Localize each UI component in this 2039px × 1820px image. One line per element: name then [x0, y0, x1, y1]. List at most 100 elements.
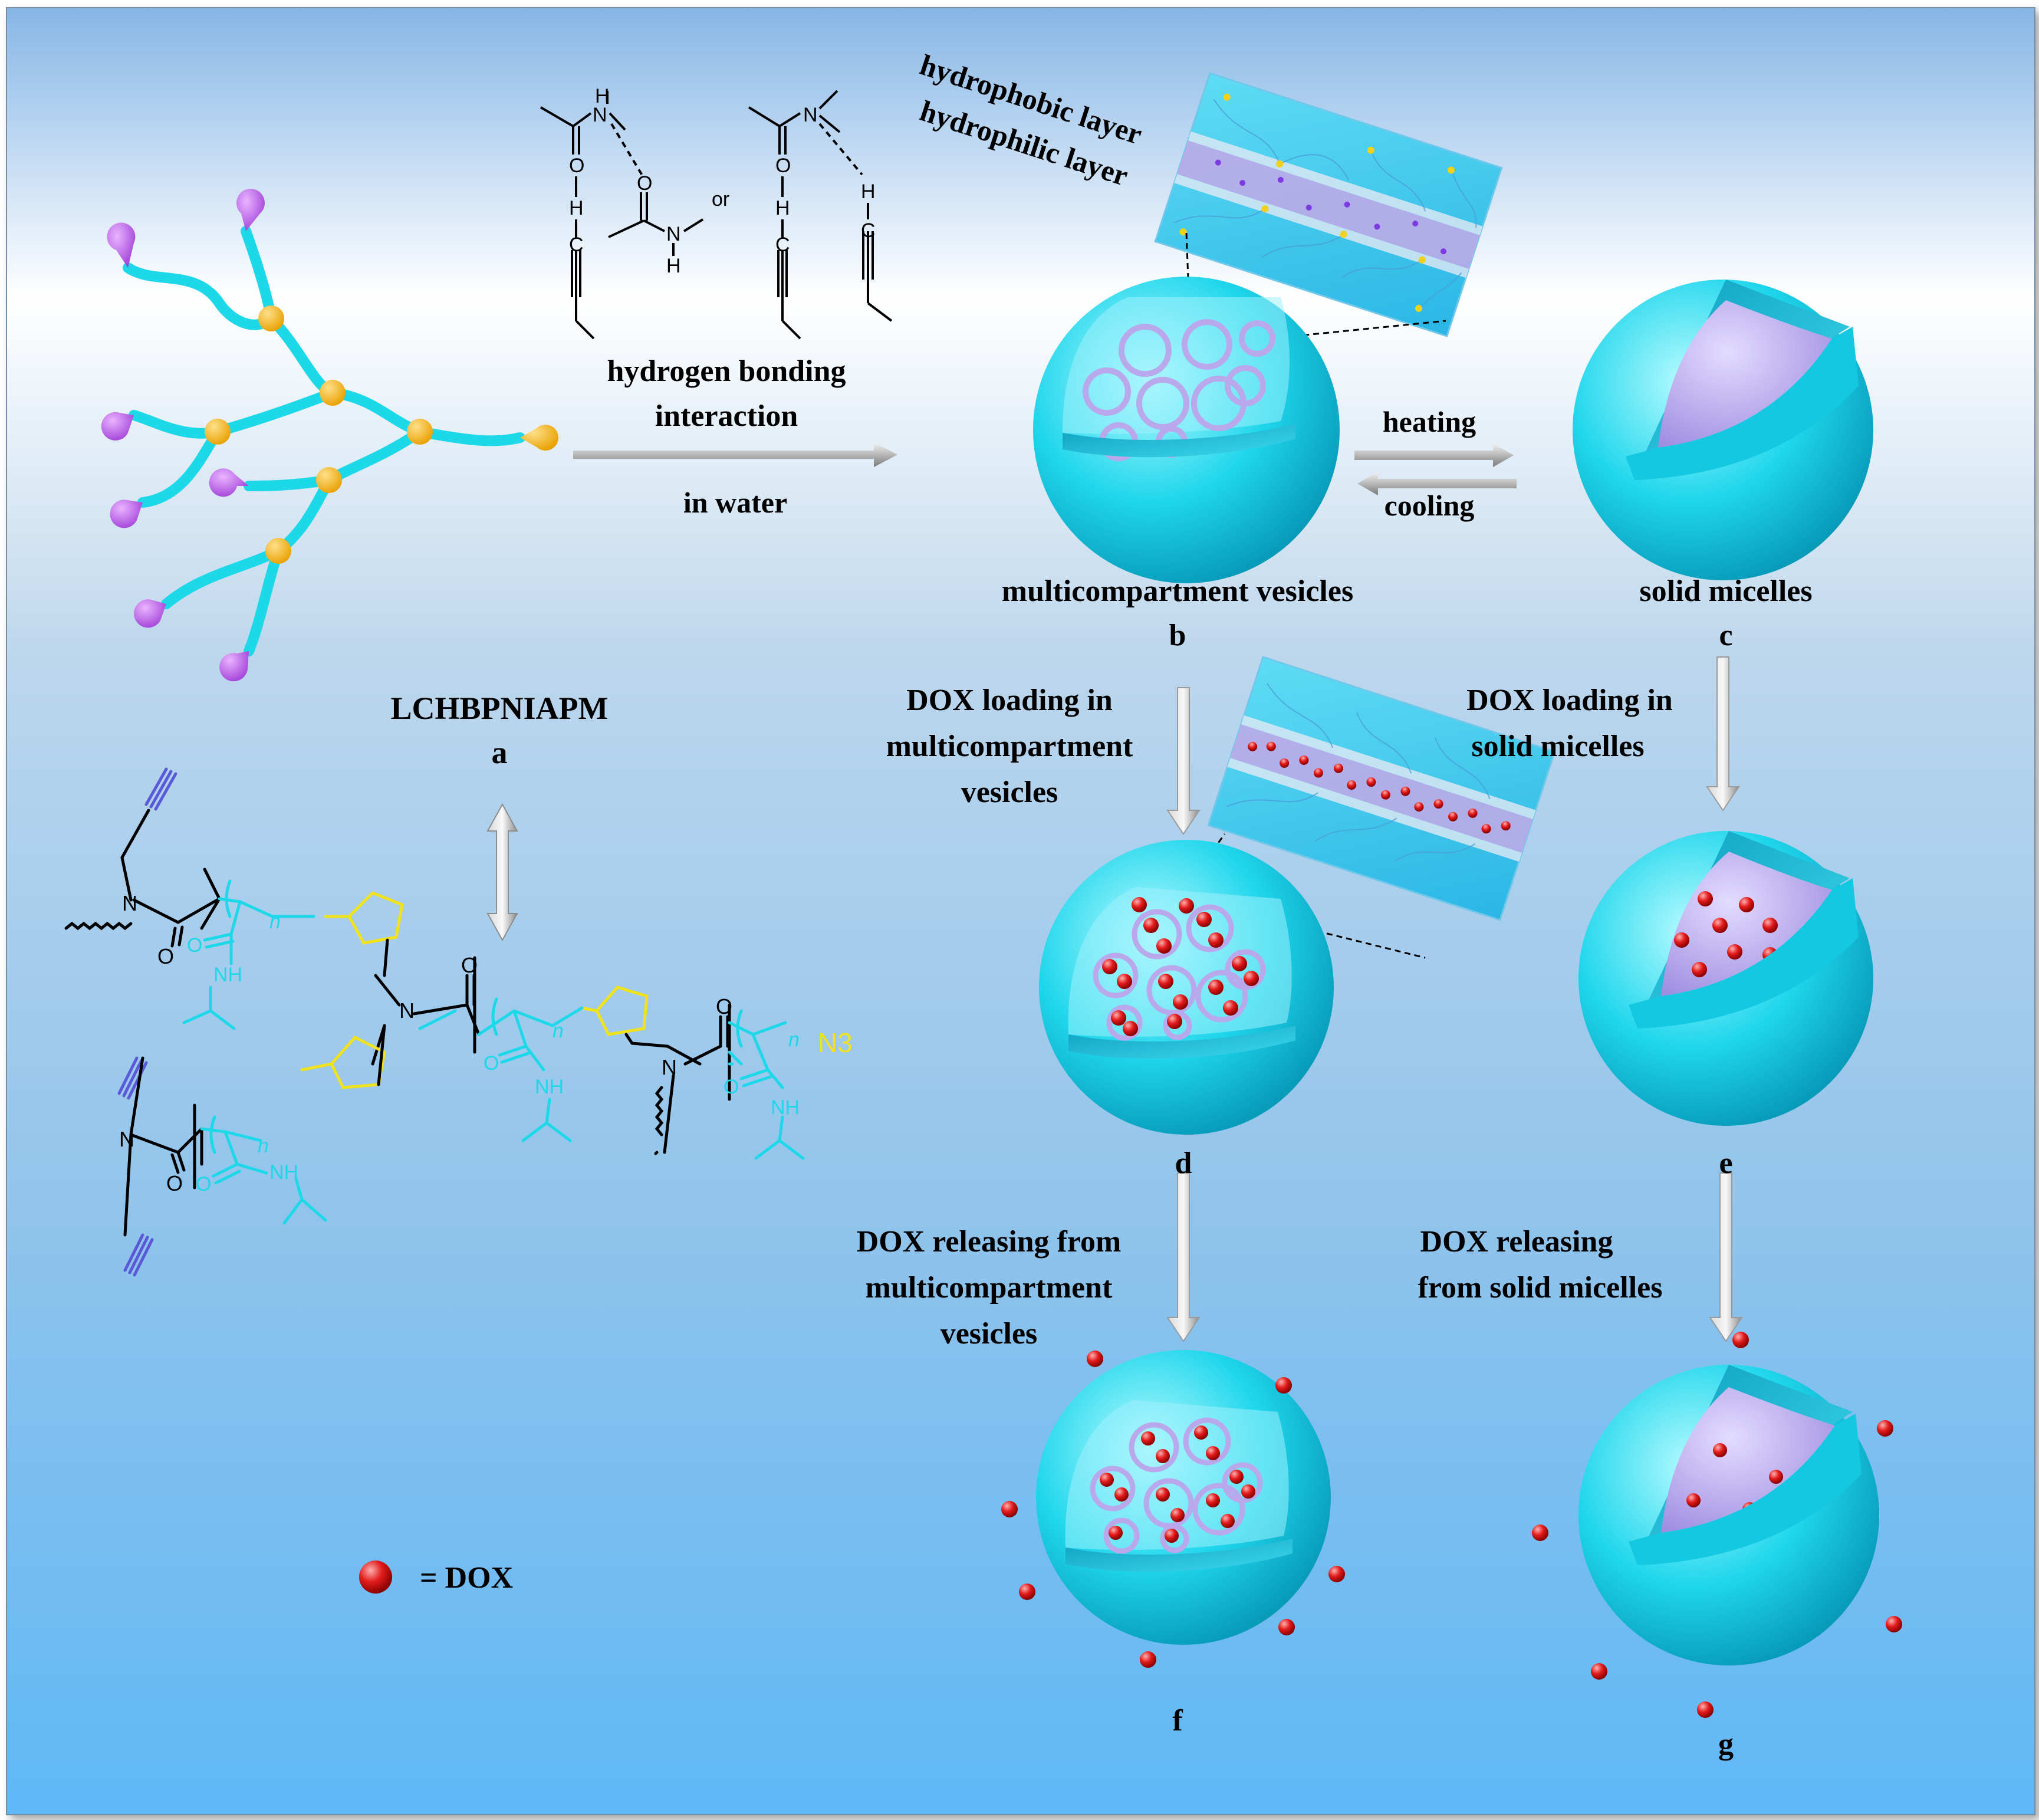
hbond-label-2: interaction	[655, 399, 798, 433]
dox-sphere	[1132, 897, 1147, 912]
dox-sphere	[1165, 1529, 1179, 1543]
membrane-inset-top	[1154, 72, 1503, 337]
end-group	[219, 651, 249, 682]
svg-text:O: O	[484, 1052, 499, 1075]
svg-text:H: H	[861, 180, 876, 203]
tag-g: g	[1718, 1727, 1734, 1761]
multicompartment-vesicles-label: multicompartment vesicles	[1002, 574, 1353, 608]
dox-sphere	[1143, 918, 1159, 933]
svg-text:H: H	[595, 85, 610, 107]
dox-legend-sphere	[359, 1561, 392, 1594]
in-water-label: in water	[683, 486, 787, 519]
dox-sphere	[1223, 1000, 1238, 1016]
released-dox	[1001, 1332, 1902, 1718]
hbond-structure-1	[540, 90, 893, 340]
azide-label: N3	[818, 1027, 853, 1058]
svg-text:NH: NH	[535, 1076, 564, 1098]
svg-text:NH: NH	[213, 964, 242, 986]
scheme-diagram: N H O H C O N H N O H C H C or hydrogen …	[64, 48, 1902, 1761]
svg-text:n: n	[258, 1135, 269, 1157]
dox-legend-label: = DOX	[420, 1561, 513, 1595]
branch-point	[265, 538, 291, 564]
dox-sphere	[1275, 1377, 1292, 1394]
svg-text:N: N	[399, 998, 415, 1023]
dox-sphere	[1179, 898, 1194, 914]
dox-release-vesicles-1: DOX releasing from	[857, 1225, 1122, 1259]
dox-sphere	[1241, 1484, 1255, 1499]
dox-sphere	[1170, 1508, 1185, 1522]
dox-sphere	[1117, 974, 1132, 989]
dox-sphere	[1208, 980, 1224, 995]
branch-point	[320, 380, 346, 406]
dox-loading-micelles-1: DOX loading in	[1466, 684, 1673, 717]
dox-sphere	[1114, 1487, 1129, 1502]
dox-sphere	[1196, 912, 1212, 927]
dox-release-micelles-2: from solid micelles	[1418, 1271, 1663, 1305]
dox-release-vesicles-2: multicompartment	[866, 1271, 1113, 1305]
dox-sphere	[1713, 1443, 1727, 1457]
end-group	[134, 599, 166, 628]
svg-text:H: H	[775, 197, 790, 219]
membrane-inset-bottom	[1207, 656, 1556, 921]
dox-sphere	[1019, 1584, 1035, 1600]
svg-text:n: n	[788, 1029, 800, 1051]
end-group	[101, 412, 134, 441]
heating-label: heating	[1383, 405, 1476, 438]
svg-text:NH: NH	[269, 1161, 298, 1184]
tag-a: a	[492, 735, 508, 770]
dox-sphere	[1167, 1014, 1182, 1029]
dox-release-vesicles-3: vesicles	[940, 1317, 1038, 1351]
dox-sphere	[1762, 918, 1778, 933]
dox-sphere	[1208, 932, 1224, 948]
dox-sphere	[1686, 1493, 1701, 1507]
dox-sphere	[1591, 1663, 1607, 1680]
end-group	[236, 189, 265, 231]
svg-text:O: O	[569, 155, 584, 177]
dox-sphere	[1278, 1619, 1295, 1635]
svg-text:O: O	[637, 172, 652, 195]
or-label: or	[712, 188, 729, 211]
solid-micelle-c	[1573, 280, 1873, 580]
dox-sphere	[1100, 1473, 1114, 1487]
svg-text:O: O	[723, 1076, 739, 1098]
dox-sphere	[1102, 959, 1117, 974]
dox-sphere	[1712, 918, 1728, 933]
solid-micelles-label: solid micelles	[1639, 574, 1812, 608]
dox-sphere	[1328, 1566, 1345, 1582]
svg-text:n: n	[269, 911, 281, 933]
dox-sphere	[1732, 1332, 1749, 1348]
vesicle-f	[1036, 1350, 1331, 1645]
branched-polymer	[101, 189, 559, 682]
dox-sphere	[1158, 974, 1173, 989]
svg-text:O: O	[716, 994, 732, 1019]
dox-sphere	[1156, 1449, 1170, 1463]
tag-e: e	[1719, 1146, 1732, 1180]
equivalence-arrow	[486, 803, 518, 942]
self-assembly-arrow	[573, 442, 897, 467]
svg-text:O: O	[775, 155, 791, 177]
dox-legend: = DOX	[359, 1561, 513, 1595]
svg-text:H: H	[666, 255, 681, 277]
dox-sphere	[1087, 1351, 1103, 1367]
dox-sphere	[1232, 956, 1247, 971]
dox-sphere	[1173, 994, 1188, 1010]
dox-sphere	[1141, 1431, 1155, 1446]
dox-sphere	[1109, 1526, 1123, 1540]
branch-point	[205, 419, 231, 445]
tag-d: d	[1175, 1146, 1192, 1180]
dox-sphere	[1123, 1021, 1138, 1036]
end-group	[209, 468, 249, 497]
polymer-structure	[64, 767, 1103, 1277]
end-group	[110, 500, 143, 528]
dox-loading-vesicles-3: vesicles	[961, 776, 1058, 809]
dox-sphere	[1877, 1420, 1893, 1437]
branch-point	[316, 467, 342, 493]
dox-sphere	[1229, 1470, 1244, 1484]
heating-cooling-arrows	[1354, 443, 1517, 495]
end-group	[107, 222, 136, 268]
branch-point	[407, 419, 433, 445]
dox-sphere	[1769, 1470, 1783, 1484]
dox-sphere	[1206, 1446, 1220, 1460]
dox-sphere	[1156, 938, 1172, 954]
dox-sphere	[1674, 932, 1689, 948]
